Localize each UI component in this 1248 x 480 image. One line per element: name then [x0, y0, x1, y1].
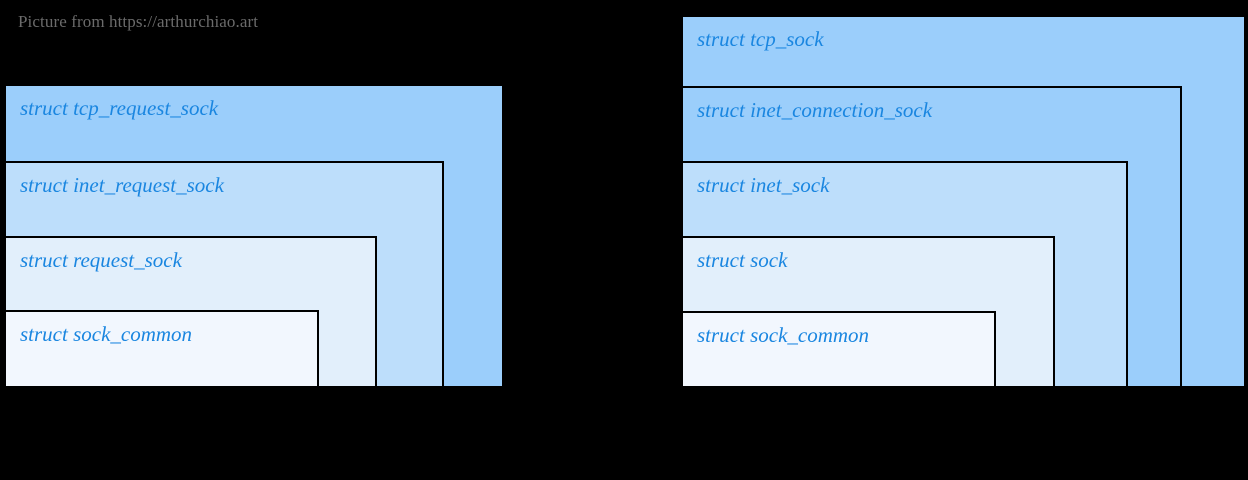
- struct-label-tcp-sock: struct tcp_sock: [697, 27, 824, 51]
- struct-label-inet-connection-sock: struct inet_connection_sock: [697, 98, 933, 122]
- struct-label-sock: struct sock: [697, 248, 788, 272]
- struct-label-tcp-request-sock: struct tcp_request_sock: [20, 96, 219, 120]
- struct-label-sock-common: struct sock_common: [697, 323, 870, 347]
- watermark-attribution: Picture from https://arthurchiao.art: [18, 12, 259, 31]
- struct-label-inet-request-sock: struct inet_request_sock: [20, 173, 224, 197]
- struct-box-sock-common: struct sock_common: [681, 311, 996, 386]
- struct-label-sock-common: struct sock_common: [20, 322, 193, 346]
- struct-box-sock-common: struct sock_common: [4, 310, 319, 386]
- struct-label-inet-sock: struct inet_sock: [697, 173, 830, 197]
- struct-label-request-sock: struct request_sock: [20, 248, 182, 272]
